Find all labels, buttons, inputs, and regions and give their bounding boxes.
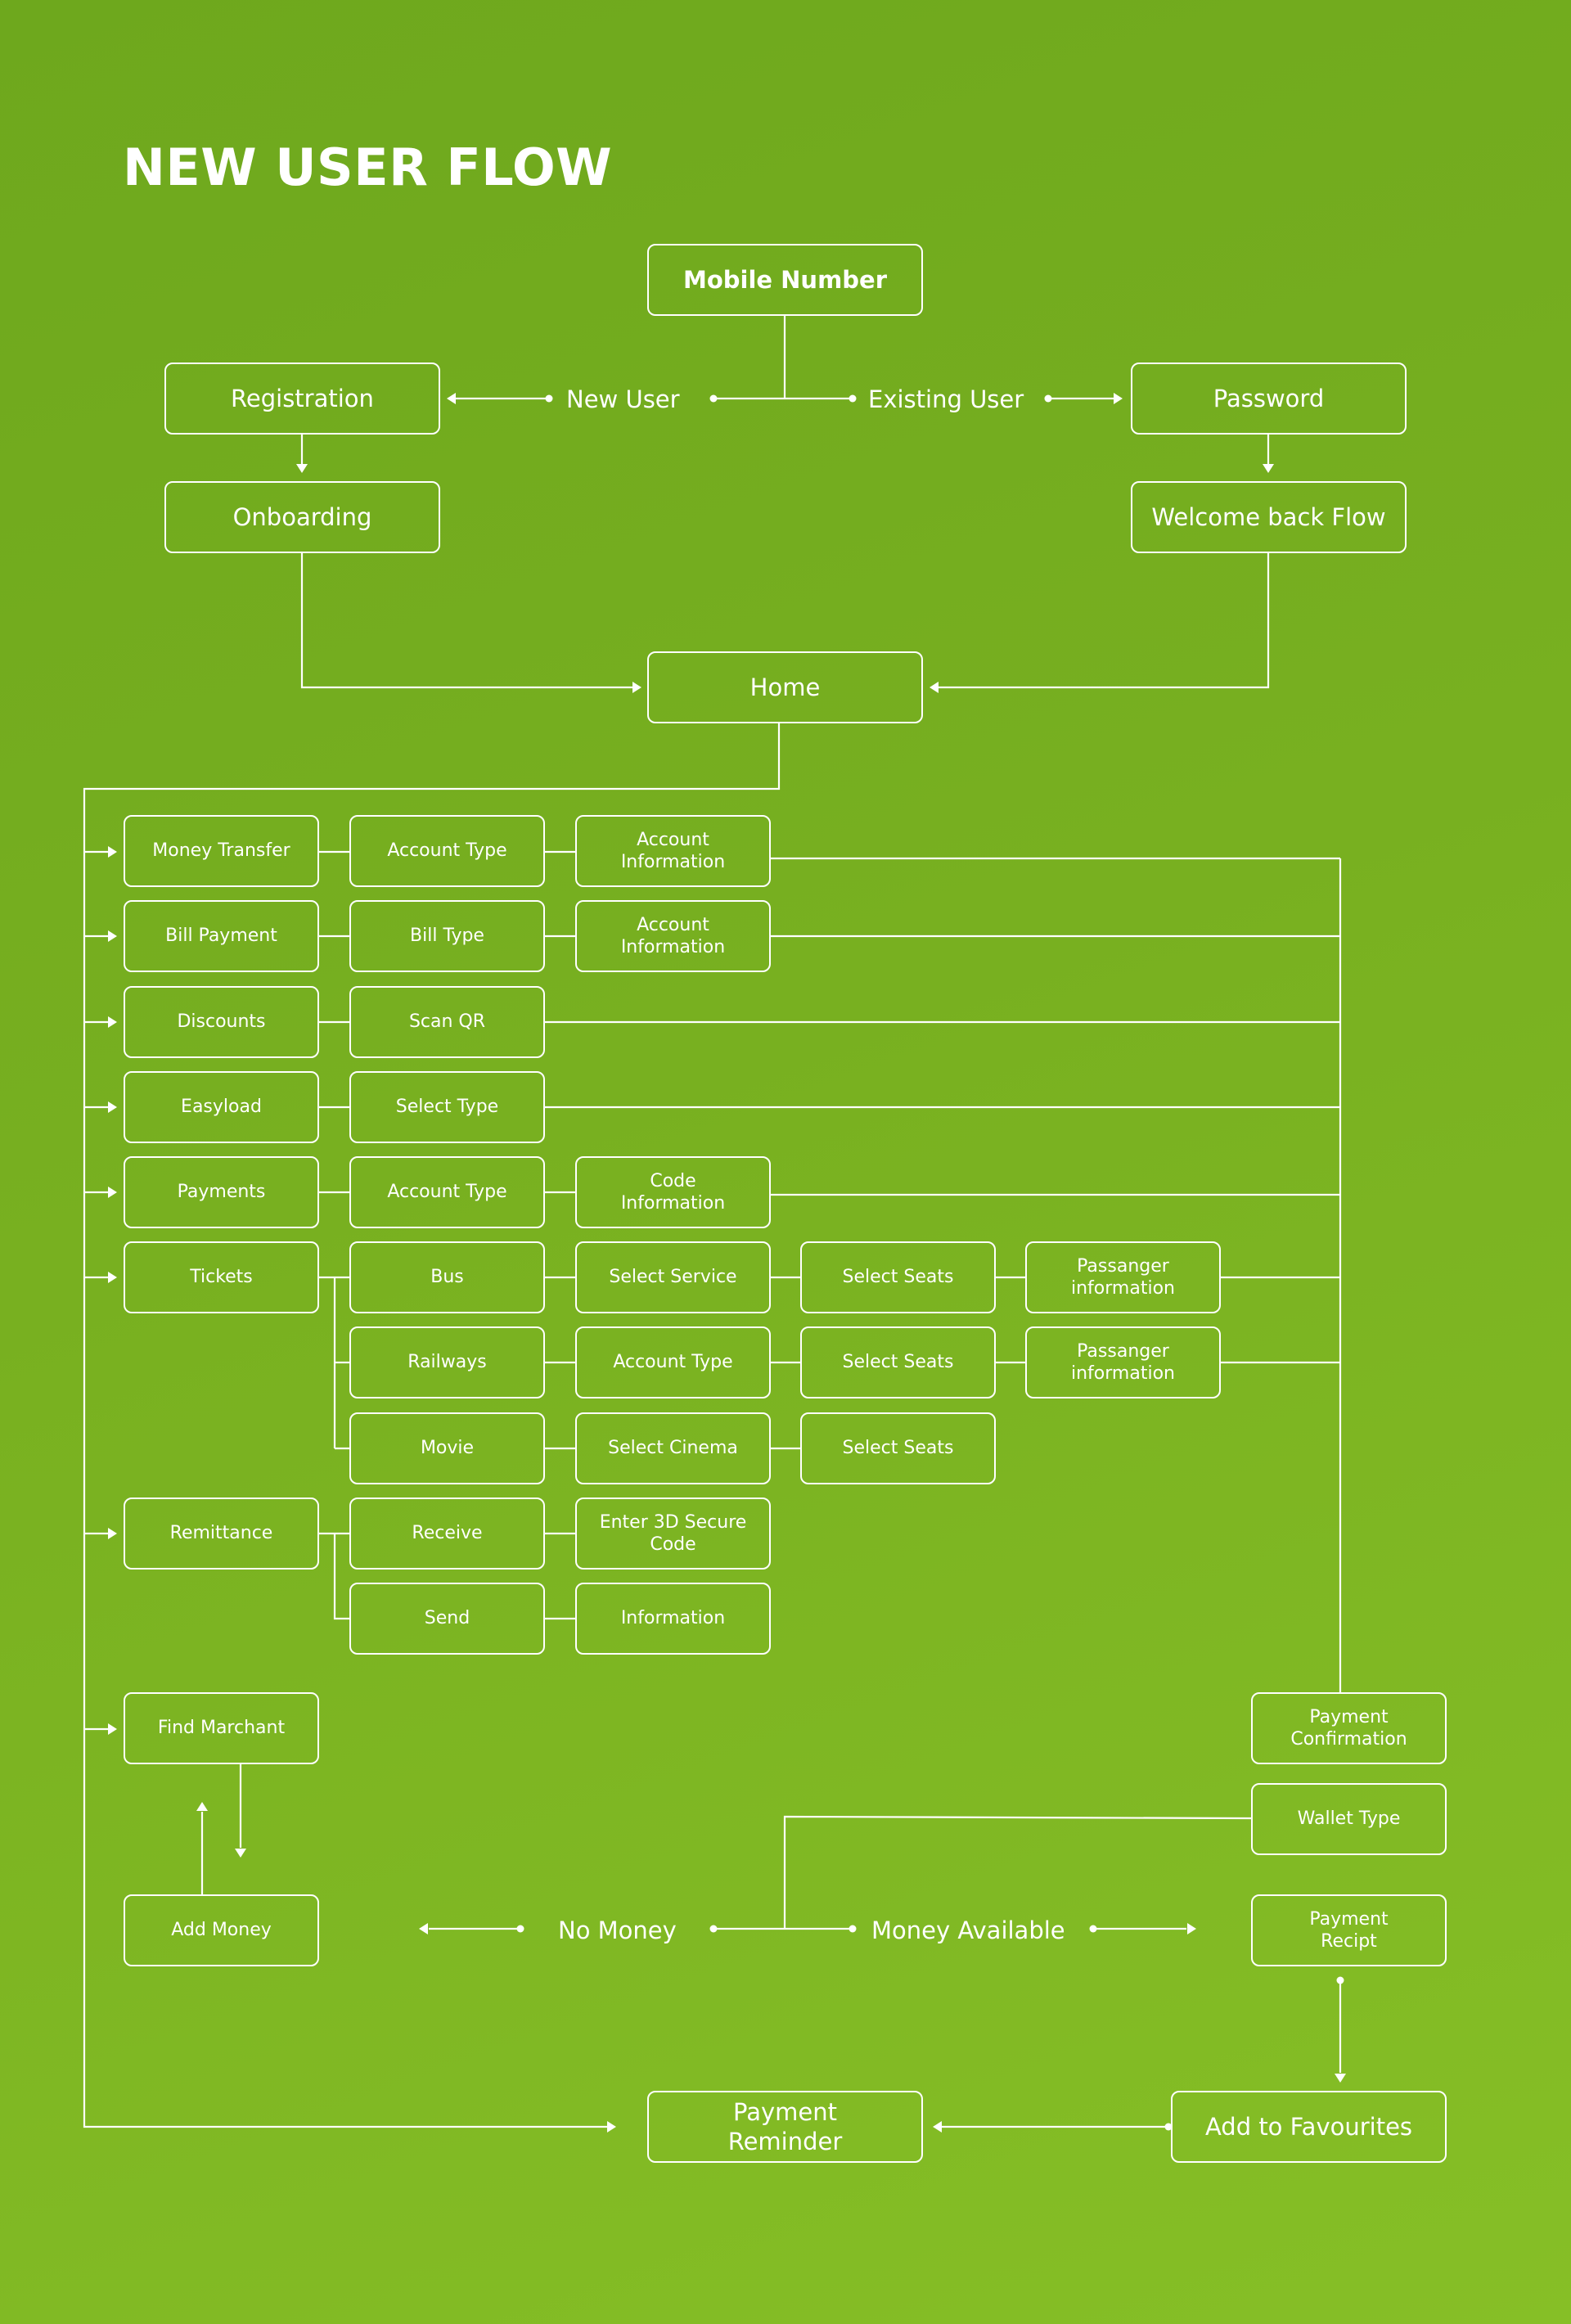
connector-line (333, 1277, 349, 1450)
arrowhead (108, 846, 117, 858)
arrowhead (196, 1802, 208, 1811)
arrowhead (1263, 464, 1274, 473)
new-user-label: New User (566, 385, 680, 413)
connector-dot (709, 394, 718, 403)
arrowhead (1114, 393, 1123, 404)
scan-qr-node: Scan QR (349, 986, 545, 1058)
enter-3d-secure-code-node: Enter 3D Secure Code (575, 1498, 771, 1570)
passanger-information-node: Passanger information (1025, 1241, 1221, 1313)
connector-line (933, 553, 1270, 689)
registration-node: Registration (164, 363, 440, 435)
arrowhead (108, 1723, 117, 1735)
bill-payment-node: Bill Payment (124, 900, 319, 972)
movie-node: Movie (349, 1412, 545, 1484)
connector-line (333, 1534, 349, 1620)
welcome-back-flow-node: Welcome back Flow (1131, 481, 1407, 553)
wallet-type-node: Wallet Type (1251, 1783, 1447, 1855)
arrowhead (607, 2121, 616, 2133)
account-type-node: Account Type (349, 815, 545, 887)
arrowhead (108, 1016, 117, 1028)
connector-dot (709, 1925, 718, 1933)
arrowhead (108, 930, 117, 942)
connector-line (300, 553, 638, 689)
account-information-node: Account Information (575, 815, 771, 887)
arrowhead (108, 1528, 117, 1539)
arrowhead (933, 2121, 942, 2133)
connector-dot (849, 394, 857, 403)
passanger-information-node: Passanger information (1025, 1326, 1221, 1398)
send-node: Send (349, 1583, 545, 1655)
account-information-node: Account Information (575, 900, 771, 972)
arrowhead (632, 682, 641, 693)
money-available-label: Money Available (871, 1916, 1065, 1944)
home-node: Home (647, 651, 923, 723)
arrowhead (1187, 1923, 1196, 1934)
password-node: Password (1131, 363, 1407, 435)
onboarding-node: Onboarding (164, 481, 440, 553)
arrowhead (108, 1272, 117, 1283)
select-cinema-node: Select Cinema (575, 1412, 771, 1484)
remittance-node: Remittance (124, 1498, 319, 1570)
bill-type-node: Bill Type (349, 900, 545, 972)
connector-dot (849, 1925, 857, 1933)
connector-line (713, 316, 853, 400)
connector-dot (1089, 1925, 1097, 1933)
connector-line (83, 723, 781, 2128)
arrowhead (108, 1101, 117, 1113)
account-type-node: Account Type (575, 1326, 771, 1398)
arrowhead (447, 393, 456, 404)
existing-user-label: Existing User (868, 385, 1024, 413)
arrowhead (108, 1187, 117, 1198)
bus-node: Bus (349, 1241, 545, 1313)
connector-dot (516, 1925, 524, 1933)
arrowhead (419, 1923, 428, 1934)
payment-confirmation-node: Payment Confirmation (1251, 1692, 1447, 1764)
select-seats-node: Select Seats (800, 1412, 996, 1484)
no-money-label: No Money (558, 1916, 677, 1944)
arrowhead (296, 464, 308, 473)
select-service-node: Select Service (575, 1241, 771, 1313)
connector-dot (1336, 1976, 1344, 1984)
payments-node: Payments (124, 1156, 319, 1228)
select-seats-node: Select Seats (800, 1326, 996, 1398)
select-seats-node: Select Seats (800, 1241, 996, 1313)
arrowhead (1335, 2074, 1346, 2083)
connector-dot (1164, 2123, 1173, 2131)
connector-line (783, 1815, 1252, 1929)
information-node: Information (575, 1583, 771, 1655)
payment-reminder-node: Payment Reminder (647, 2091, 923, 2163)
easyload-node: Easyload (124, 1071, 319, 1143)
add-money-node: Add Money (124, 1894, 319, 1966)
railways-node: Railways (349, 1326, 545, 1398)
account-type-node: Account Type (349, 1156, 545, 1228)
connector-dot (1044, 394, 1052, 403)
find-marchant-node: Find Marchant (124, 1692, 319, 1764)
discounts-node: Discounts (124, 986, 319, 1058)
add-to-favourites-node: Add to Favourites (1171, 2091, 1447, 2163)
arrowhead (235, 1849, 246, 1858)
code-information-node: Code Information (575, 1156, 771, 1228)
page-title: NEW USER FLOW (123, 137, 613, 197)
payment-recipt-node: Payment Recipt (1251, 1894, 1447, 1966)
receive-node: Receive (349, 1498, 545, 1570)
arrowhead (930, 682, 939, 693)
select-type-node: Select Type (349, 1071, 545, 1143)
tickets-node: Tickets (124, 1241, 319, 1313)
mobile-number-node: Mobile Number (647, 244, 923, 316)
money-transfer-node: Money Transfer (124, 815, 319, 887)
connector-dot (545, 394, 553, 403)
